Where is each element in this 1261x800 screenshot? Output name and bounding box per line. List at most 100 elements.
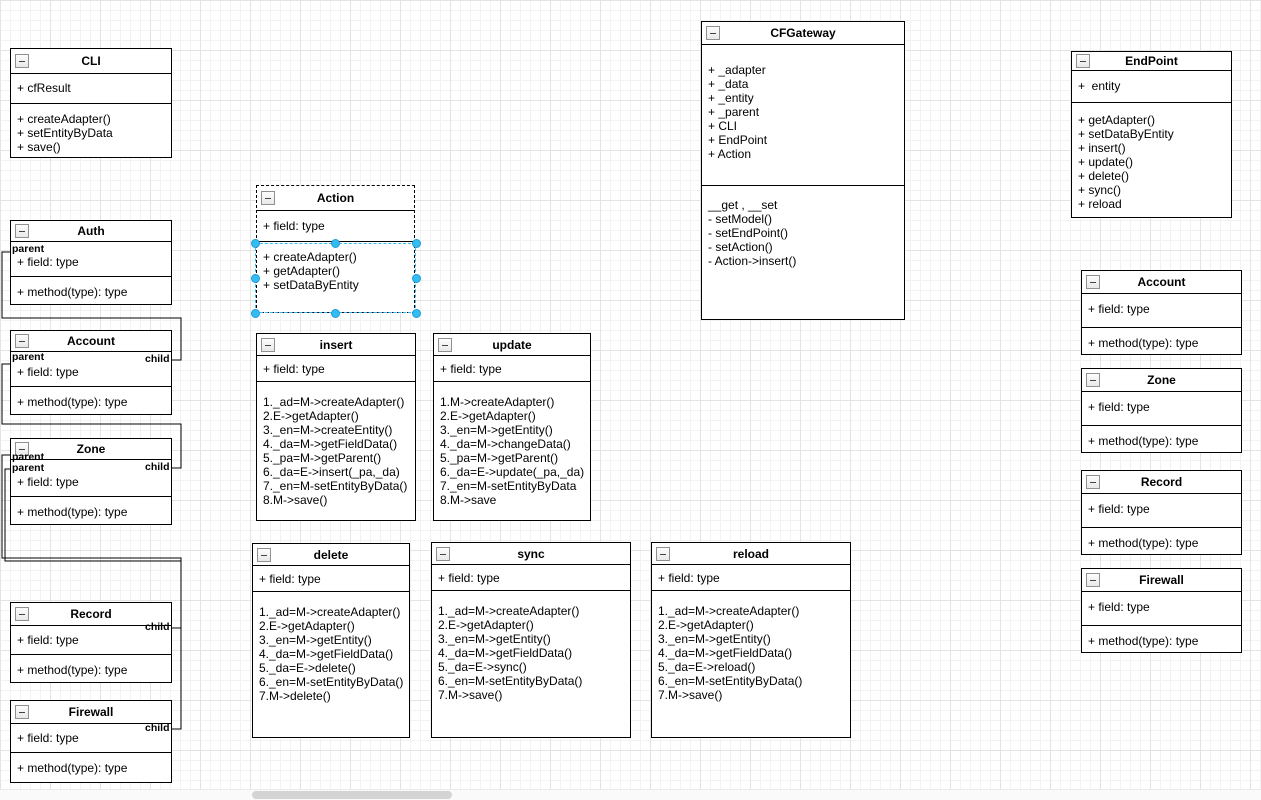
method-item: + setDataByEntity <box>263 278 359 292</box>
collapse-icon[interactable] <box>1086 573 1100 587</box>
class-title-bar: Record <box>11 603 171 626</box>
class-record-left[interactable]: Record+ field: type+ method(type): type <box>10 602 172 683</box>
edge-label[interactable]: child <box>145 621 170 633</box>
method-item: 7.M->save() <box>658 688 723 702</box>
class-zone-right[interactable]: Zone+ field: type+ method(type): type <box>1081 368 1242 453</box>
collapse-icon[interactable] <box>1086 475 1100 489</box>
fields-compartment: + field: type <box>1082 494 1241 528</box>
selection-handle[interactable] <box>250 238 260 248</box>
collapse-icon[interactable] <box>656 546 670 561</box>
edge-label[interactable]: child <box>145 461 170 473</box>
collapse-icon[interactable] <box>15 224 29 238</box>
edge-auth-account[interactable] <box>1 251 182 361</box>
methods-compartment: + method(type): type <box>11 387 171 414</box>
horizontal-scrollbar-thumb[interactable] <box>252 791 452 799</box>
class-title-bar: Zone <box>11 439 171 460</box>
field-item: + field: type <box>17 731 79 745</box>
class-action[interactable]: Action+ field: type+ createAdapter()+ ge… <box>256 185 415 313</box>
field-item: + entity <box>1078 79 1121 93</box>
methods-compartment: + createAdapter()+ setEntityByData+ save… <box>11 104 171 157</box>
class-title: Action <box>316 191 355 205</box>
collapse-icon[interactable] <box>1086 275 1100 289</box>
edge-label[interactable]: parent <box>12 351 45 363</box>
class-title-bar: insert <box>257 334 415 356</box>
field-item: + field: type <box>1088 302 1150 316</box>
class-account-left[interactable]: Account+ field: type+ method(type): type <box>10 330 172 415</box>
methods-compartment: + getAdapter()+ setDataByEntity+ insert(… <box>1072 103 1231 217</box>
class-cli[interactable]: CLI+ cfResult+ createAdapter()+ setEntit… <box>10 48 172 158</box>
edge-label[interactable]: child <box>145 353 170 365</box>
collapse-icon[interactable] <box>1086 373 1100 387</box>
class-zone-left[interactable]: Zone+ field: type+ method(type): type <box>10 438 172 525</box>
class-firewall-right[interactable]: Firewall+ field: type+ method(type): typ… <box>1081 568 1242 653</box>
fields-compartment: + field: type <box>11 242 171 277</box>
class-title-bar: Account <box>1082 271 1241 294</box>
methods-compartment: + method(type): type <box>11 753 171 782</box>
edge-account-zone[interactable] <box>1 363 182 469</box>
method-item: + method(type): type <box>1088 634 1199 648</box>
selection-handle[interactable] <box>411 238 421 248</box>
collapse-icon[interactable] <box>438 337 452 352</box>
collapse-icon[interactable] <box>15 54 29 68</box>
class-title-bar: reload <box>652 543 850 565</box>
class-account-right[interactable]: Account + field: type + method(type): type <box>1081 270 1242 355</box>
field-item: + _entity <box>708 91 754 105</box>
edge-label[interactable]: parent <box>12 451 45 463</box>
selection-handle[interactable] <box>250 308 260 318</box>
class-title-bar: Account <box>11 331 171 352</box>
collapse-icon[interactable] <box>261 191 275 205</box>
selection-handle[interactable] <box>250 273 260 283</box>
method-item: + setDataByEntity <box>1078 127 1174 141</box>
collapse-icon[interactable] <box>15 334 29 348</box>
selection-handle[interactable] <box>411 308 421 318</box>
method-item: 2.E->getAdapter() <box>438 618 534 632</box>
edge-label[interactable]: parent <box>12 462 45 474</box>
class-endpoint[interactable]: EndPoint + entity + getAdapter()+ setDataB… <box>1071 51 1232 218</box>
edge-zone-firewall[interactable] <box>4 468 182 730</box>
method-item: 6._en=M-setEntityByData() <box>658 674 803 688</box>
class-auth[interactable]: Auth+ field: type+ method(type): type <box>10 220 172 305</box>
method-item: 1._ad=M->createAdapter() <box>438 604 580 618</box>
collapse-icon[interactable] <box>706 26 720 40</box>
class-firewall-left[interactable]: Firewall+ field: type+ method(type): typ… <box>10 700 172 783</box>
class-title-bar: sync <box>432 543 630 565</box>
fields-compartment: + field: type <box>1082 294 1241 328</box>
method-item: + method(type): type <box>1088 336 1199 350</box>
method-item: 7.M->save() <box>438 688 503 702</box>
collapse-icon[interactable] <box>1076 54 1090 68</box>
edge-label[interactable]: parent <box>12 243 45 255</box>
collapse-icon[interactable] <box>15 442 29 456</box>
collapse-icon[interactable] <box>15 705 29 719</box>
method-item: + method(type): type <box>17 663 128 677</box>
class-cfgateway[interactable]: CFGateway+ _adapter+ _data+ _entity+ _pa… <box>701 21 905 320</box>
field-item: + field: type <box>658 571 720 585</box>
class-title-bar: EndPoint <box>1072 52 1231 71</box>
collapse-icon[interactable] <box>436 546 450 561</box>
field-item: + Action <box>708 147 752 161</box>
methods-compartment: + method(type): type <box>11 277 171 304</box>
collapse-icon[interactable] <box>261 337 275 352</box>
method-item: + getAdapter() <box>263 264 341 278</box>
method-item: + save() <box>17 140 61 154</box>
selection-handle[interactable] <box>411 273 421 283</box>
method-item: 4._da=M->changeData() <box>440 437 571 451</box>
collapse-icon[interactable] <box>15 607 29 621</box>
methods-compartment: + method(type): type <box>11 497 171 524</box>
collapse-icon[interactable] <box>257 547 271 562</box>
selection-handle[interactable] <box>331 308 340 318</box>
method-item: 8.M->save <box>440 493 497 507</box>
horizontal-scrollbar-track[interactable] <box>0 789 1261 800</box>
class-record-right[interactable]: Record+ field: type+ method(type): type <box>1081 470 1242 555</box>
method-item: + method(type): type <box>1088 536 1199 550</box>
method-item: 7._en=M-setEntityByData <box>440 479 577 493</box>
selection-handle[interactable] <box>331 238 340 248</box>
method-item: + insert() <box>1078 141 1126 155</box>
edge-zone-record[interactable] <box>1 454 182 629</box>
edge-label[interactable]: child <box>145 722 170 734</box>
